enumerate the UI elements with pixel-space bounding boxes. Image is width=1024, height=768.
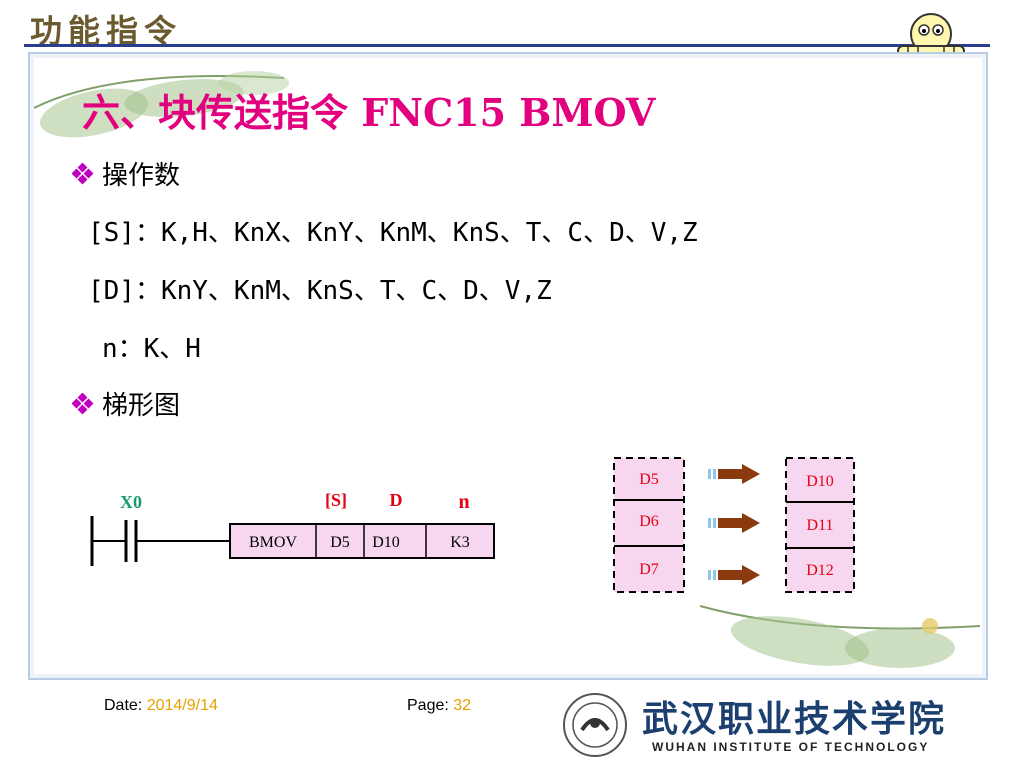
arg-n-label: n [458, 491, 469, 513]
arg-d-label: D [390, 490, 403, 510]
leaf-decoration-top [34, 71, 289, 138]
transfer-arrow-icon [708, 513, 760, 533]
source-d5: D5 [639, 471, 659, 488]
cell-op: BMOV [249, 534, 297, 551]
leaf-decoration-bottom [699, 605, 981, 668]
operands-heading: 操作数 [72, 155, 180, 192]
source-d6: D6 [639, 513, 659, 530]
school-name-cn: 武汉职业技术学院 [642, 698, 947, 740]
operand-d-line: [D]：KnY、KnM、KnS、T、C、D、V,Z [88, 276, 552, 306]
diamond-bullet-icon [72, 392, 94, 414]
operands-heading-text: 操作数 [102, 161, 181, 191]
dest-block [785, 457, 855, 593]
diamond-bullet-icon [72, 162, 94, 184]
dest-d10: D10 [806, 473, 834, 490]
school-logo: 武汉职业技术学院 WUHAN INSTITUTE OF TECHNOLOGY [560, 690, 980, 760]
school-name-en: WUHAN INSTITUTE OF TECHNOLOGY [652, 740, 930, 754]
transfer-arrow-icon [708, 565, 760, 585]
date-value: 2014/9/14 [146, 697, 218, 714]
ladder-heading: 梯形图 [72, 385, 180, 422]
dest-d11: D11 [807, 517, 834, 534]
ladder-heading-text: 梯形图 [102, 391, 181, 421]
cell-src: D5 [330, 534, 350, 551]
operand-s-line: [S]：K,H、KnX、KnY、KnM、KnS、T、C、D、V,Z [88, 218, 698, 248]
slide-title: 六、块传送指令 FNC15 BMOV [82, 90, 656, 135]
page-label: Page: [407, 697, 449, 714]
operand-n-line: n：K、H [102, 334, 201, 364]
contact-label: X0 [120, 492, 142, 512]
cell-n: K3 [450, 534, 470, 551]
arg-s-label: [S] [325, 490, 347, 510]
dest-d12: D12 [806, 562, 834, 579]
source-block [613, 457, 685, 593]
footer-date: Date: 2014/9/14 [104, 697, 218, 715]
instruction-box [229, 523, 495, 559]
date-label: Date: [104, 697, 143, 714]
cell-dst: D10 [372, 534, 400, 551]
school-emblem-icon [563, 693, 627, 757]
source-d7: D7 [639, 561, 659, 578]
header-title: 功能指令 [30, 12, 183, 50]
footer-page: Page: 32 [407, 697, 471, 715]
header-divider [24, 44, 990, 47]
page-value: 32 [453, 697, 472, 714]
transfer-arrow-icon [708, 464, 760, 484]
